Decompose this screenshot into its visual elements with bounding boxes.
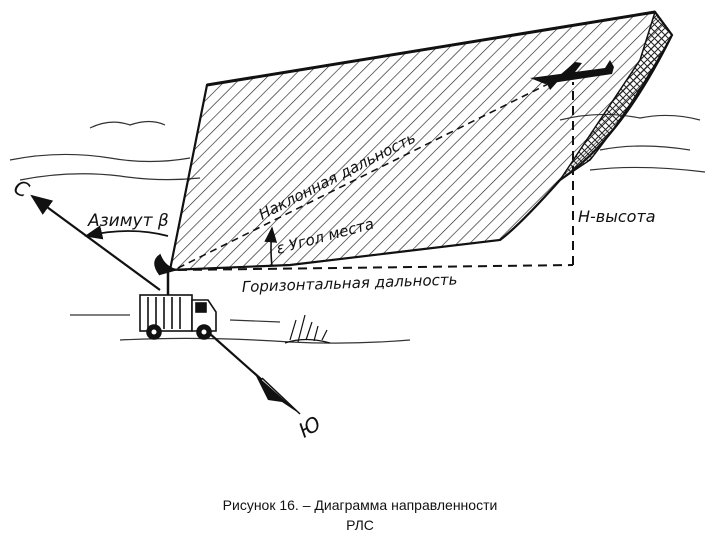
north-arrow: [30, 194, 161, 291]
radar-truck-icon: [139, 253, 217, 340]
azimuth-arc: [84, 225, 169, 240]
bush-icon: [284, 314, 331, 344]
radar-diagram: С Азимут β Наклонная дальность ε Угол ме…: [9, 10, 706, 443]
horizontal-range-label: Горизонтальная дальность: [242, 270, 458, 296]
radar-beam: [168, 10, 674, 272]
figure-caption-continued: РЛС: [346, 517, 374, 533]
azimuth-label: Азимут β: [87, 211, 169, 231]
figure-caption: Рисунок 16. – Диаграмма направленности: [222, 497, 498, 513]
azimuth-arrows: [30, 194, 169, 291]
elevation-arc: [264, 226, 278, 267]
north-label: С: [10, 175, 33, 203]
south-arrow: [199, 324, 301, 415]
horizontal-range-line: [177, 264, 574, 271]
height-label: Н-высота: [578, 207, 656, 226]
south-label: Ю: [294, 411, 325, 443]
geometry-lines: [177, 77, 574, 271]
